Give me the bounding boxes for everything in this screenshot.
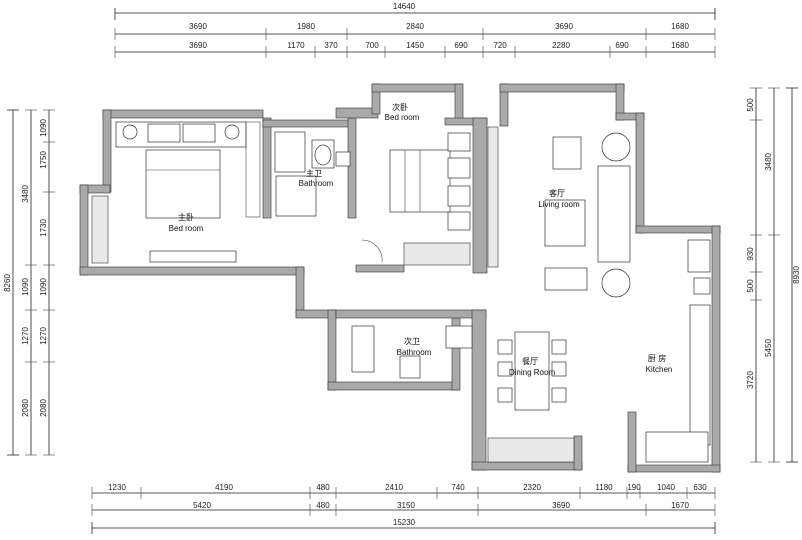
dim-left-inner-1: 1750	[39, 151, 48, 169]
left-dimensions: 8260 3480 1090 1270 2080 1090 1750 1730 …	[3, 109, 55, 456]
dining-room-en: Dining Room	[509, 368, 556, 377]
dim-bottom-r1-8: 1040	[657, 483, 675, 492]
second-bedroom-furniture	[361, 132, 471, 266]
room-labels: 主卧 Bed room 次卧 Bed room 主卫 Bathroom 次卫 B…	[169, 102, 673, 377]
second-bath-en: Bathroom	[397, 348, 432, 357]
dim-right-total: 8930	[792, 266, 801, 284]
bottom-dimensions: 1230 4190 480 2410 740 2320 1180 190 104…	[91, 483, 716, 534]
dim-left-inner-4: 1270	[39, 327, 48, 345]
second-bedroom-en: Bed room	[385, 113, 420, 122]
dim-left-inner-5: 2080	[39, 399, 48, 417]
master-bedroom-furniture	[91, 121, 261, 264]
dim-left-inner-0: 1090	[39, 119, 48, 137]
dim-left-outer-0: 3480	[21, 185, 30, 203]
dim-bottom-r1-7: 190	[627, 483, 641, 492]
dim-left-outer-2: 1270	[21, 327, 30, 345]
dim-right-inner-2: 500	[746, 279, 755, 293]
dim-top-r2-0: 3690	[189, 41, 207, 50]
dim-bottom-total: 15230	[393, 518, 416, 527]
dim-bottom-r1-0: 1230	[108, 483, 126, 492]
second-bath-furniture	[351, 325, 473, 379]
dim-top-r2-7: 2280	[552, 41, 570, 50]
dim-right-outer-1: 5450	[764, 339, 773, 357]
dim-top-r2-2: 370	[324, 41, 338, 50]
dim-left-inner-3: 1090	[39, 278, 48, 296]
master-bedroom-cn: 主卧	[178, 212, 194, 222]
dim-bottom-r1-9: 630	[693, 483, 707, 492]
dim-bottom-r2-1: 480	[316, 501, 330, 510]
dim-bottom-r2-0: 5420	[193, 501, 211, 510]
dim-right-inner-3: 3720	[746, 371, 755, 389]
kitchen-cn: 厨 房	[648, 353, 667, 363]
kitchen-en: Kitchen	[646, 365, 673, 374]
dim-top-r2-3: 700	[365, 41, 379, 50]
second-bedroom-cn: 次卧	[392, 102, 408, 112]
dim-left-inner-2: 1730	[39, 219, 48, 237]
dim-bottom-r2-2: 3150	[397, 501, 415, 510]
dim-right-inner-1: 930	[746, 247, 755, 261]
dim-top-r2-8: 690	[615, 41, 629, 50]
walls	[79, 83, 721, 473]
master-bedroom-en: Bed room	[169, 224, 204, 233]
dining-furniture	[487, 331, 575, 463]
living-room-cn: 客厅	[549, 188, 565, 198]
second-bath-cn: 次卫	[404, 336, 420, 346]
dim-left-outer-1: 1090	[21, 278, 30, 296]
dim-bottom-r1-3: 2410	[385, 483, 403, 492]
dim-top-r2-4: 1450	[406, 41, 424, 50]
dim-bottom-r1-1: 4190	[215, 483, 233, 492]
dim-left-outer-3: 2080	[21, 399, 30, 417]
dim-top-r1-2: 2840	[406, 22, 424, 31]
dim-top-r2-9: 1680	[671, 41, 689, 50]
dim-top-r1-1: 1980	[297, 22, 315, 31]
right-dimensions: 8930 3480 5450 500 930 500 3720	[746, 87, 801, 463]
dim-top-r1-4: 1680	[671, 22, 689, 31]
dim-top-total: 14640	[393, 2, 416, 11]
dim-top-r2-6: 720	[493, 41, 507, 50]
dim-right-outer-0: 3480	[764, 153, 773, 171]
master-bath-en: Bathroom	[299, 179, 334, 188]
dim-top-r2-1: 1170	[287, 41, 305, 50]
living-room-furniture	[487, 126, 631, 298]
dim-bottom-r1-4: 740	[451, 483, 465, 492]
dim-bottom-r1-5: 2320	[523, 483, 541, 492]
dim-bottom-r1-2: 480	[316, 483, 330, 492]
dim-bottom-r2-4: 1670	[671, 501, 689, 510]
dim-right-inner-0: 500	[746, 98, 755, 112]
master-bath-cn: 主卫	[306, 168, 322, 178]
master-bath-furniture	[274, 131, 351, 217]
kitchen-furniture	[645, 239, 711, 463]
dim-bottom-r2-3: 3690	[552, 501, 570, 510]
living-room-en: Living room	[538, 200, 580, 209]
top-dimensions: 14640 3690 1980 2840 3690 1680 3690 1170…	[114, 2, 716, 58]
dim-left-total: 8260	[3, 274, 12, 292]
dim-top-r1-0: 3690	[189, 22, 207, 31]
dining-room-cn: 餐厅	[522, 357, 538, 366]
dim-bottom-r1-6: 1180	[595, 483, 613, 492]
dim-top-r2-5: 690	[454, 41, 468, 50]
dim-top-r1-3: 3690	[555, 22, 573, 31]
